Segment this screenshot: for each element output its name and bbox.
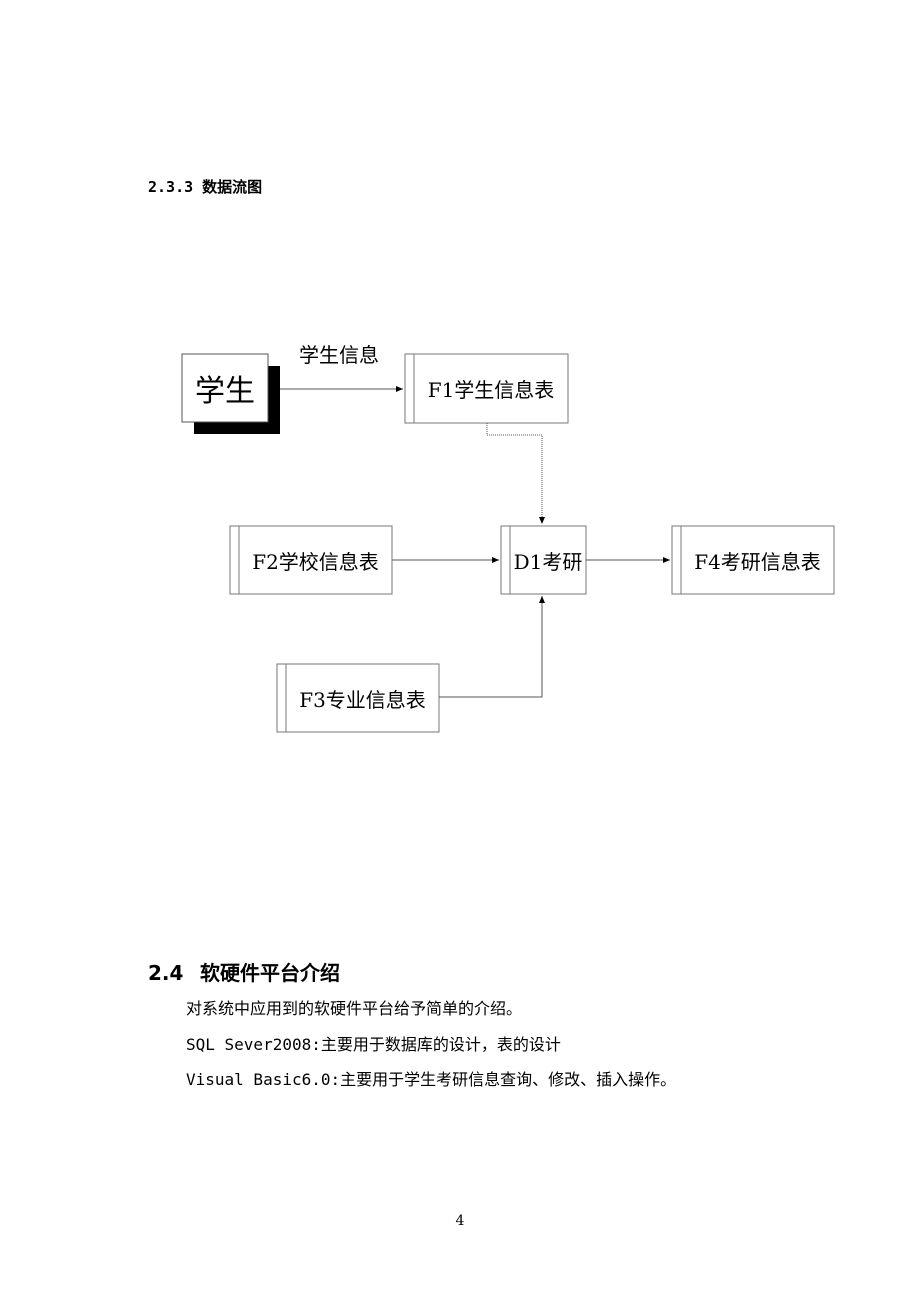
store-f4-label: F4考研信息表 [694,549,821,574]
data-flow-diagram [181,353,835,733]
store-f1-box [404,353,569,424]
paragraph-sql-server: SQL Sever2008:主要用于数据库的设计，表的设计 [186,1035,561,1054]
section-title-text: 软硬件平台介绍 [200,961,340,985]
subheading: 2.3.3 数据流图 [148,178,263,196]
store-f2-box [229,525,393,595]
process-d1-box [500,525,587,595]
section-heading: 2.4 软硬件平台介绍 [148,957,340,986]
entity-box [181,353,269,423]
store-f1-label: F1学生信息表 [427,378,555,402]
store-f3-box [276,663,440,733]
section-number: 2.4 [148,961,184,985]
store-f4-box [671,525,835,595]
store-f2-label: F2学校信息表 [252,549,379,574]
store-f3-label: F3专业信息表 [299,687,426,712]
paragraph-visual-basic: Visual Basic6.0:主要用于学生考研信息查询、修改、插入操作。 [186,1070,677,1089]
arrow-f1-to-d1 [486,423,545,524]
entity-student-label: 学生 [195,374,255,409]
flow-label-student-info: 学生信息 [299,343,379,367]
arrow-f3-to-d1 [439,596,545,698]
page-number: 4 [455,1213,465,1229]
paragraph-intro: 对系统中应用到的软硬件平台给予简单的介绍。 [186,999,523,1018]
process-d1-label: D1考研 [513,549,583,574]
